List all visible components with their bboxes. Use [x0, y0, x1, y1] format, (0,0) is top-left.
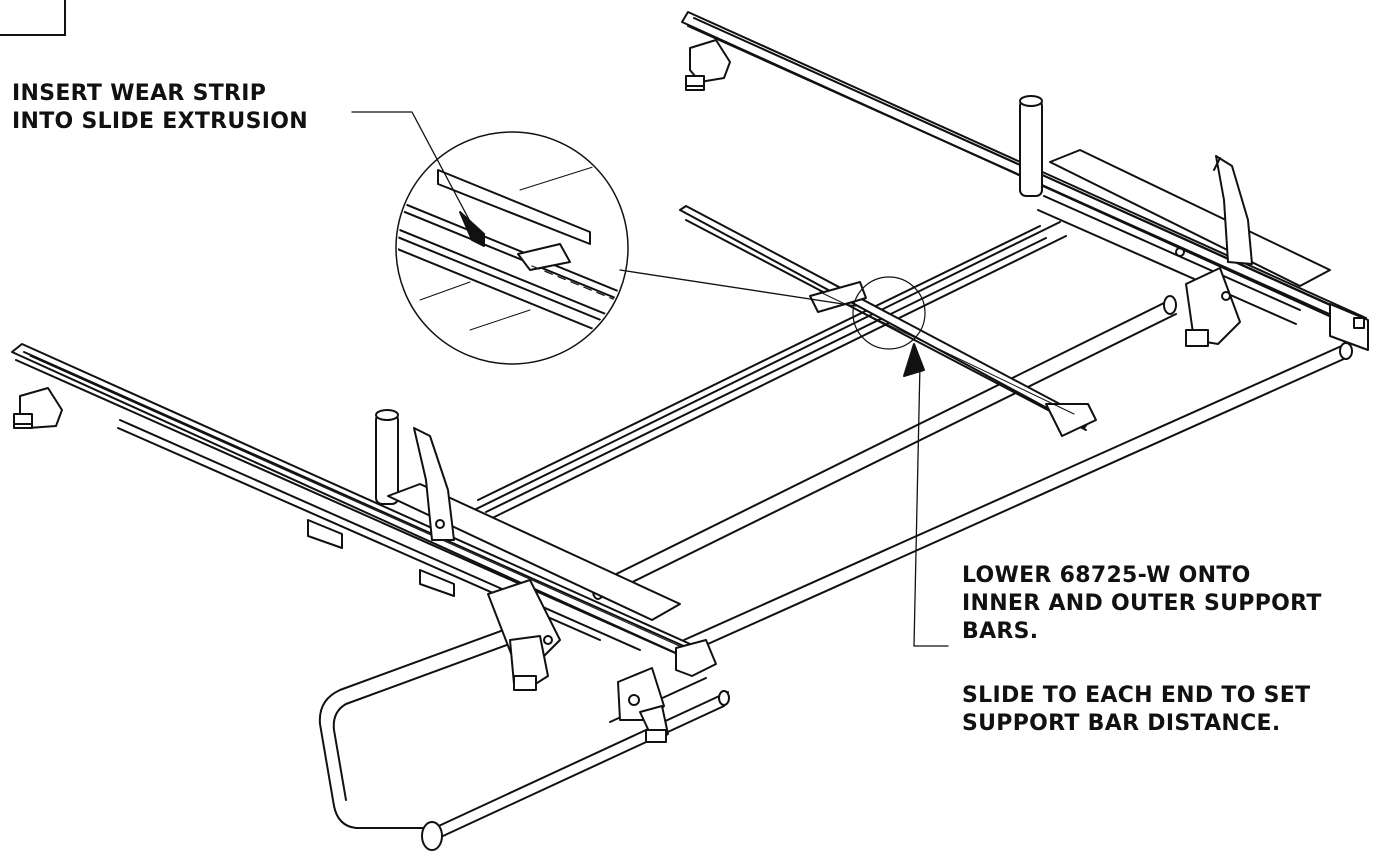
slide-extrusion — [679, 205, 1097, 437]
callout-slide: SLIDE TO EACH END TO SET SUPPORT BAR DIS… — [962, 682, 1310, 738]
right-bracket — [1019, 95, 1331, 347]
left-bracket — [375, 409, 717, 743]
callout-wear-strip-line1: INSERT WEAR STRIP — [12, 81, 267, 106]
arrowhead-up — [903, 343, 925, 377]
step-box — [0, 0, 66, 36]
detail-circle-small — [852, 276, 926, 350]
cross-tubes — [465, 221, 1177, 600]
callout-lower-line1: LOWER 68725-W ONTO — [962, 563, 1251, 588]
callout-lower-line2: INNER AND OUTER SUPPORT — [962, 591, 1322, 616]
detail-magnified-view — [395, 131, 629, 365]
callout-slide-line2: SUPPORT BAR DISTANCE. — [962, 711, 1281, 736]
callout-wear-strip-line2: INTO SLIDE EXTRUSION — [12, 109, 308, 134]
callout-lower-line3: BARS. — [962, 619, 1039, 644]
callout-slide-line1: SLIDE TO EACH END TO SET — [962, 683, 1311, 708]
outer-frame-tube — [683, 342, 1353, 653]
leader-lines — [351, 111, 949, 647]
callout-lower: LOWER 68725-W ONTO INNER AND OUTER SUPPO… — [962, 562, 1322, 646]
callout-wear-strip: INSERT WEAR STRIP INTO SLIDE EXTRUSION — [12, 80, 308, 136]
lower-left-rail — [11, 343, 709, 665]
